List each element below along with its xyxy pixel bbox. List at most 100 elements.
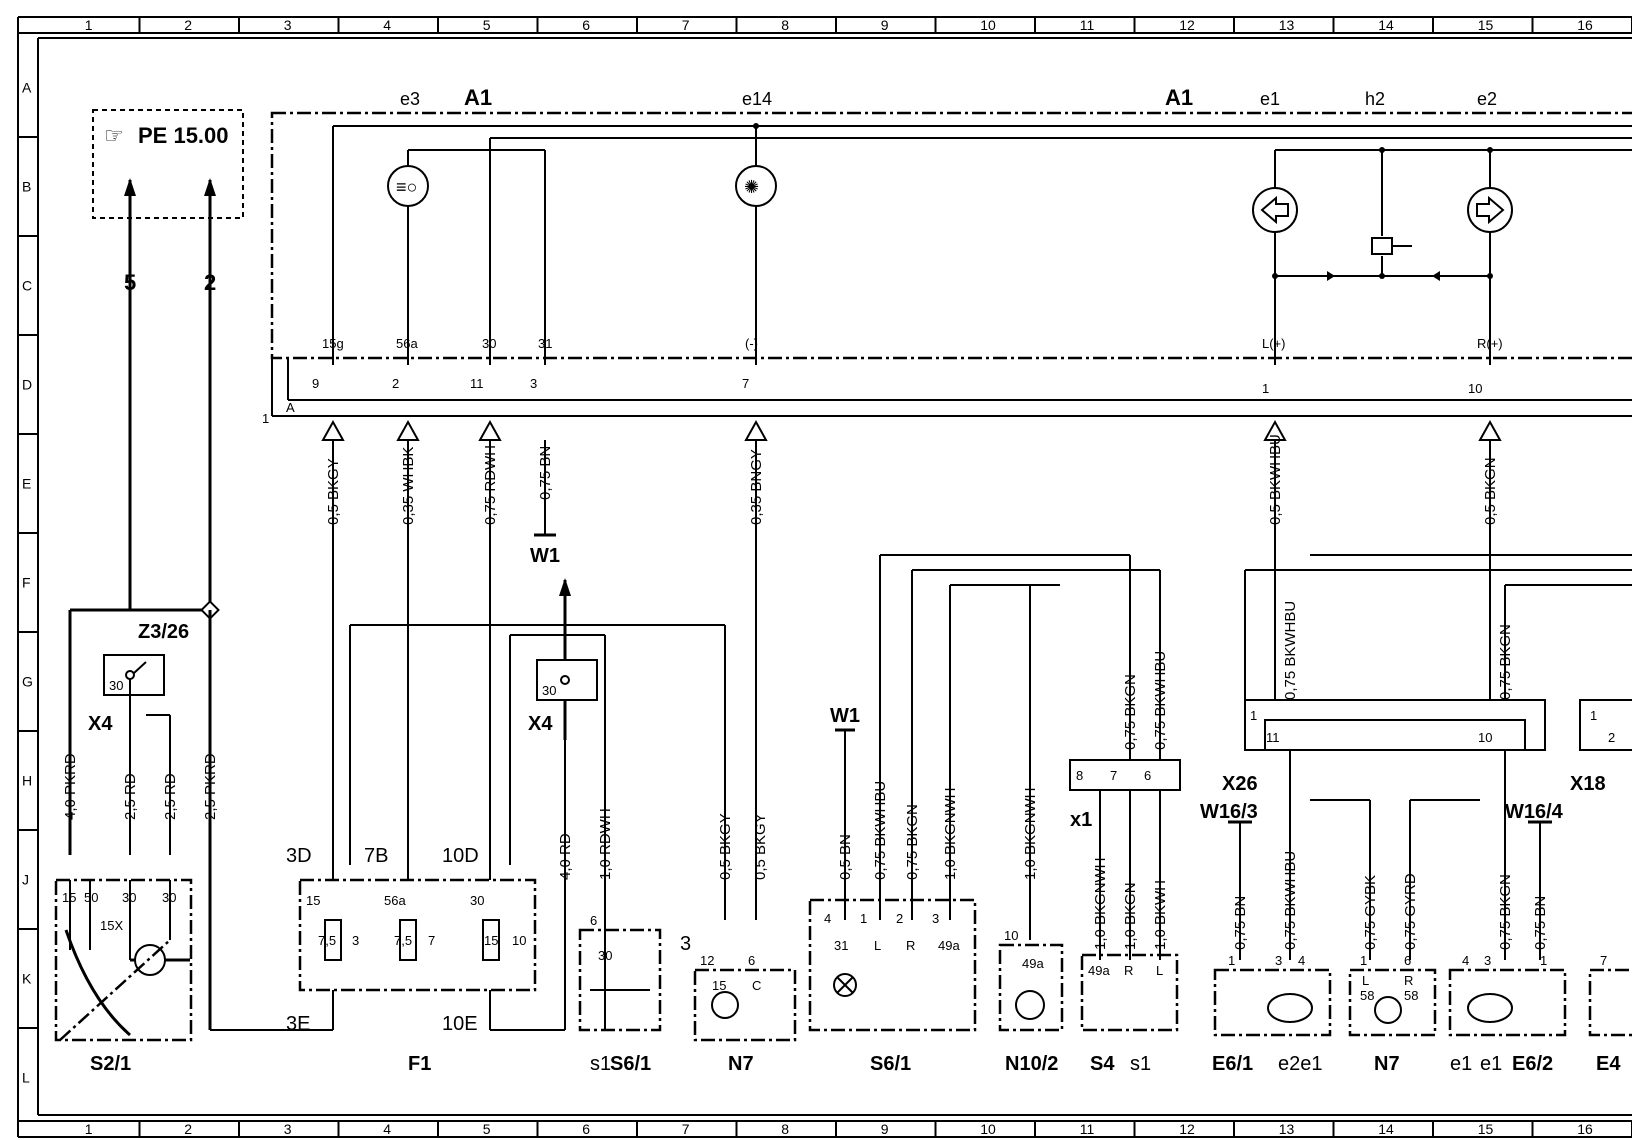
pin-label: 4 — [1462, 953, 1469, 968]
wire-label: 0,75 RDWH — [482, 445, 499, 525]
illumination-lamp-icon — [735, 165, 777, 207]
grid-column-label: 14 — [1378, 17, 1394, 33]
connector-label: 1 — [262, 411, 269, 426]
double-filament-bulb-icon — [1267, 993, 1313, 1023]
grid-row-label: D — [22, 377, 32, 393]
pin-number: 1 — [1262, 381, 1269, 396]
pin-label: C — [752, 978, 761, 993]
side-number: 3 — [680, 933, 691, 955]
fuse-terminal-label: 7B — [364, 845, 388, 867]
grid-column-label: 1 — [85, 17, 93, 33]
transistor-icon — [1015, 990, 1045, 1020]
pin-label: 30 — [109, 678, 123, 693]
s4-switch: 49a R L S4 s1 — [1080, 953, 1179, 1075]
grid-row-label: G — [22, 674, 33, 690]
connector-terminal-icon — [1478, 419, 1502, 441]
connector-label: A — [286, 400, 295, 415]
w1-and-x4-right: W1 30 X4 — [528, 533, 598, 740]
grid-column-label: 15 — [1478, 17, 1494, 33]
grid-column-label: 3 — [284, 1121, 292, 1137]
component-label: N7 — [1374, 1053, 1400, 1075]
component-label: E6/1 — [1212, 1053, 1253, 1075]
pin-label: 49a — [1088, 963, 1110, 978]
x4-left: 30 X4 — [88, 654, 171, 855]
pin-label: 1 — [860, 911, 867, 926]
pin-label: 58 — [1360, 988, 1374, 1003]
wire-label: 0,5 BKGN — [1482, 457, 1499, 525]
fuse-terminal-label: 10D — [442, 845, 479, 867]
grid-row-label: B — [22, 179, 31, 195]
component-label: x1 — [1070, 809, 1092, 831]
pin-label: 3 — [1275, 953, 1282, 968]
connector-terminal-icon — [478, 419, 502, 441]
fuse-number: 10 — [512, 933, 526, 948]
wire-label: 0,5 BKWHBU — [1267, 434, 1284, 525]
pin-label: 8 — [1076, 768, 1083, 783]
component-label: Z3/26 — [138, 621, 189, 643]
switch-suffix: s1 — [1130, 1053, 1151, 1075]
pin-number: 11 — [470, 376, 484, 391]
pin-label: 56a — [396, 336, 418, 351]
component-label: F1 — [408, 1053, 431, 1075]
grid-column-label: 7 — [682, 1121, 690, 1137]
grid-column-label: 8 — [781, 17, 789, 33]
bulb-label: e1 — [1480, 1053, 1502, 1075]
headlamp-high-beam-glyph: ≡○ — [396, 177, 417, 197]
z3-26-junction: Z3/26 — [68, 600, 333, 1031]
grid-column-label: 15 — [1478, 1121, 1494, 1137]
connector-terminal-icon — [744, 419, 768, 441]
grid-column-label: 13 — [1279, 1121, 1295, 1137]
s6-1-s1: 6 30 s1 S6/1 — [578, 913, 662, 1075]
grid-column-label: 1 — [85, 1121, 93, 1137]
n7-right: 1 6 L R 58 58 N7 — [1348, 953, 1437, 1075]
grid-row-label: A — [22, 80, 32, 96]
fuse-icon — [482, 919, 500, 961]
pin-label: 15g — [322, 336, 344, 351]
grid-column-label: 10 — [980, 17, 996, 33]
component-label: X4 — [88, 713, 113, 735]
pin-label: 11 — [1266, 730, 1280, 745]
component-label: S4 — [1090, 1053, 1115, 1075]
grid-column-label: 12 — [1179, 1121, 1195, 1137]
component-label: W16/4 — [1505, 801, 1564, 823]
pin-label: L — [1156, 963, 1163, 978]
fuse-terminal-label: 3D — [286, 845, 312, 867]
frame — [17, 16, 1632, 1138]
pin-label: R — [1404, 973, 1413, 988]
wire-label: 0,75 BKWHBU — [1282, 601, 1299, 700]
s6-1-combination-switch: W1 4 1 2 3 31 L R 49a S6/1 — [808, 554, 1140, 1075]
grid-column-label: 9 — [881, 1121, 889, 1137]
pin-label: 31 — [538, 336, 552, 351]
s2-1-ignition-switch: 15 50 15X 30 30 S2/1 — [54, 878, 193, 1075]
bulb-label: e1 — [1450, 1053, 1472, 1075]
bulb-labels: e2e1 — [1278, 1053, 1323, 1075]
pin-label: 49a — [1022, 956, 1044, 971]
component-label: E6/2 — [1512, 1053, 1553, 1075]
n7-left: 3 12 6 15 C N7 — [680, 933, 797, 1075]
grid-column-label: 10 — [980, 1121, 996, 1137]
component-label: X4 — [528, 713, 553, 735]
pin-label: L — [874, 938, 881, 953]
e4-partial: 7 E4 — [1588, 953, 1632, 1075]
grid-column-label: 14 — [1378, 1121, 1394, 1137]
pin-label: 4 — [1298, 953, 1305, 968]
e6-2: 4 3 1 e1 e1 E6/2 — [1448, 953, 1567, 1075]
grid-column-label: 7 — [682, 17, 690, 33]
ground-label: W1 — [830, 705, 860, 727]
pin-label: 7 — [1110, 768, 1117, 783]
pin-label: 30 — [542, 683, 556, 698]
fuse-rating: 7,5 — [394, 933, 412, 948]
grid-column-label: 9 — [881, 17, 889, 33]
wire-label: 0,35 WHBK — [400, 447, 417, 525]
grid-column-label: 16 — [1577, 1121, 1593, 1137]
connector-terminal-icon — [321, 419, 345, 441]
pin-label: 58 — [1404, 988, 1418, 1003]
reference-arrow-label: 5 — [124, 270, 136, 295]
double-filament-bulb-icon — [1467, 993, 1513, 1023]
pin-label: 1 — [1540, 953, 1547, 968]
pin-number: 9 — [312, 376, 319, 391]
grid-column-label: 6 — [582, 1121, 590, 1137]
transistor-icon — [711, 991, 739, 1019]
component-label: S6/1 — [870, 1053, 911, 1075]
